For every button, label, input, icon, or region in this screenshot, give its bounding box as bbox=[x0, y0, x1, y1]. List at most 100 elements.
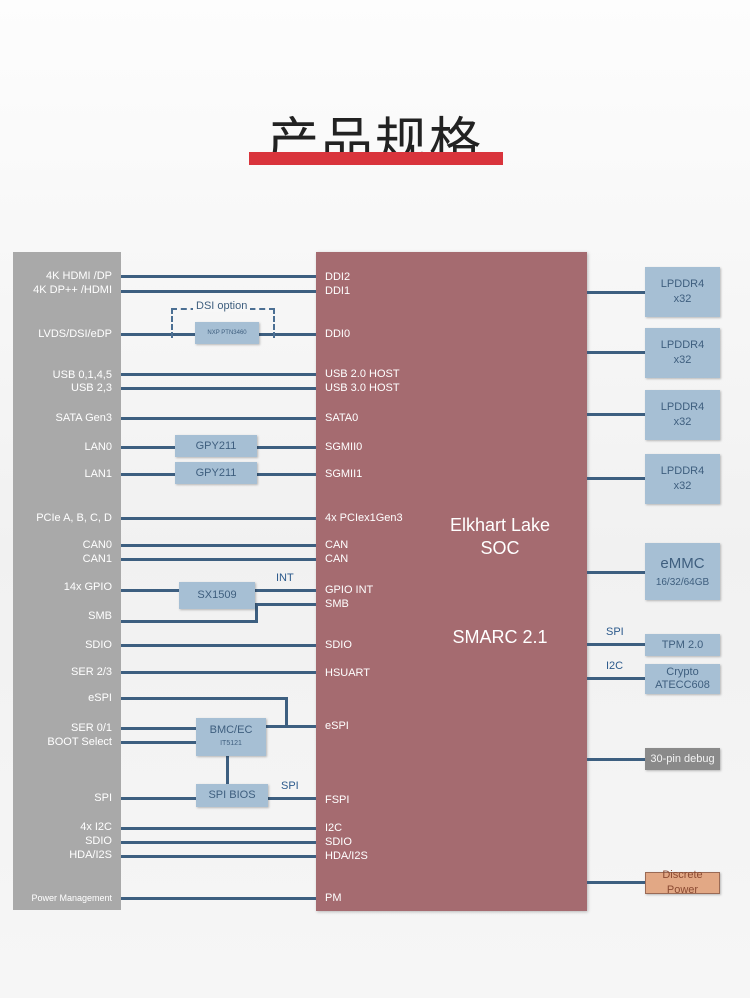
soc-label-sdio2: SDIO bbox=[325, 836, 352, 848]
soc-label-pm: PM bbox=[325, 892, 342, 904]
soc-label-can-a: CAN bbox=[325, 539, 349, 551]
soc-label-espi: eSPI bbox=[325, 720, 349, 732]
crypto-block: Crypto ATECC608 bbox=[645, 664, 720, 694]
discrete-power-label: Discrete Power bbox=[662, 869, 703, 896]
nxp-bridge-label: NXP PTN3460 bbox=[207, 329, 247, 336]
soc-label-ddi2: DDI2 bbox=[325, 271, 351, 283]
wire-sdio bbox=[121, 644, 316, 647]
wire-bmc-spi bbox=[226, 756, 229, 784]
wire-usb2 bbox=[121, 373, 316, 376]
soc-label-sgmii0: SGMII0 bbox=[325, 441, 363, 453]
soc-standard: SMARC 2.1 bbox=[452, 627, 548, 647]
soc-label-hda: HDA/I2S bbox=[325, 850, 368, 862]
crypto-label: Crypto bbox=[666, 666, 699, 678]
left-label-ddi-b: 4K DP++ /HDMI bbox=[33, 284, 112, 296]
tpm-spi-label: SPI bbox=[606, 626, 624, 638]
wire-crypto bbox=[587, 677, 645, 680]
wire-can0 bbox=[121, 544, 316, 547]
wire-lpddr4-2 bbox=[587, 351, 645, 354]
debug-block: 30-pin debug bbox=[645, 748, 720, 770]
lpddr4-block-2: LPDDR4 x32 bbox=[645, 328, 720, 378]
soc-label-can-b: CAN bbox=[325, 553, 349, 565]
wire-gpio bbox=[121, 589, 179, 592]
int-label: INT bbox=[276, 572, 294, 584]
wire-hda bbox=[121, 855, 316, 858]
emmc-title: eMMC bbox=[660, 555, 705, 572]
left-label-pcie: PCIe A, B, C, D bbox=[36, 512, 112, 524]
wire-hsuart bbox=[121, 671, 316, 674]
lpddr4-4-label: LPDDR4 bbox=[660, 465, 705, 477]
wire-smb-vertical bbox=[255, 603, 258, 623]
soc-label-sdio: SDIO bbox=[325, 639, 352, 651]
wire-can1 bbox=[121, 558, 316, 561]
left-label-lan1: LAN1 bbox=[84, 468, 112, 480]
lpddr4-3-label: LPDDR4 bbox=[660, 401, 705, 413]
discrete-power-block: Discrete Power bbox=[645, 869, 720, 896]
gpy211-lan0-label: GPY211 bbox=[195, 439, 237, 452]
lpddr4-2-width: x32 bbox=[673, 354, 692, 366]
wire-espi-left bbox=[121, 697, 288, 700]
wire-spi-left bbox=[121, 797, 196, 800]
left-label-smb: SMB bbox=[88, 610, 112, 622]
wire-usb3 bbox=[121, 387, 316, 390]
carrier-connector-panel bbox=[13, 252, 121, 910]
left-label-hda: HDA/I2S bbox=[69, 849, 112, 861]
wire-pcie bbox=[121, 517, 316, 520]
lpddr4-4-width: x32 bbox=[673, 480, 692, 492]
gpy211-lan1-label: GPY211 bbox=[195, 466, 237, 479]
lpddr4-1-label: LPDDR4 bbox=[660, 278, 705, 290]
emmc-size: 16/32/64GB bbox=[655, 577, 710, 588]
sx1509-label: SX1509 bbox=[197, 589, 237, 601]
left-label-ddi-a: 4K HDMI /DP bbox=[45, 270, 112, 282]
wire-sdio2 bbox=[121, 841, 316, 844]
soc-block bbox=[316, 252, 587, 911]
left-label-lan0: LAN0 bbox=[84, 441, 112, 453]
lpddr4-block-4: LPDDR4 x32 bbox=[645, 454, 720, 504]
left-label-sdio: SDIO bbox=[85, 639, 112, 651]
gpy211-lan1-block: GPY211 bbox=[175, 462, 257, 484]
bmc-ec-label: BMC/EC bbox=[209, 724, 253, 736]
left-label-espi: eSPI bbox=[88, 692, 112, 704]
left-label-spi: SPI bbox=[94, 792, 112, 804]
wire-discrete-power bbox=[587, 881, 645, 884]
spi-bios-block: SPI BIOS bbox=[196, 784, 268, 807]
wire-espi-vertical bbox=[285, 697, 288, 728]
emmc-block: eMMC 16/32/64GB bbox=[645, 543, 720, 600]
wire-lpddr4-4 bbox=[587, 477, 645, 480]
wire-smb bbox=[121, 620, 258, 623]
soc-label-sgmii1: SGMII1 bbox=[325, 468, 363, 480]
wire-boot bbox=[121, 741, 196, 744]
tpm-block: TPM 2.0 bbox=[645, 634, 720, 656]
soc-label-ddi0: DDI0 bbox=[325, 328, 351, 340]
wire-debug bbox=[587, 758, 645, 761]
left-label-usb-b: USB 2,3 bbox=[71, 382, 112, 394]
soc-label-usb3: USB 3.0 HOST bbox=[325, 382, 400, 394]
soc-label-fspi: FSPI bbox=[325, 794, 350, 806]
left-label-sdio2: SDIO bbox=[85, 835, 112, 847]
wire-lpddr4-1 bbox=[587, 291, 645, 294]
wire-i2c bbox=[121, 827, 316, 830]
left-label-usb-a: USB 0,1,4,5 bbox=[52, 369, 112, 381]
soc-label-gpio-int: GPIO INT bbox=[325, 584, 374, 596]
wire-ser01 bbox=[121, 727, 196, 730]
fspi-spi-label: SPI bbox=[281, 780, 299, 792]
gpy211-lan0-block: GPY211 bbox=[175, 435, 257, 457]
spi-bios-label: SPI BIOS bbox=[208, 789, 256, 801]
wire-pm bbox=[121, 897, 316, 900]
wire-smb-soc bbox=[255, 603, 316, 606]
left-label-sata: SATA Gen3 bbox=[55, 412, 112, 424]
tpm-label: TPM 2.0 bbox=[661, 638, 704, 651]
dsi-option-label: DSI option bbox=[193, 300, 251, 312]
left-label-ser23: SER 2/3 bbox=[71, 666, 112, 678]
soc-label-pcie: 4x PCIex1Gen3 bbox=[325, 512, 403, 524]
soc-label-smb: SMB bbox=[325, 598, 349, 610]
bmc-ec-block: BMC/EC IT5121 bbox=[196, 718, 266, 756]
wire-tpm bbox=[587, 643, 645, 646]
wire-fspi bbox=[268, 797, 316, 800]
soc-label-sata0: SATA0 bbox=[325, 412, 359, 424]
wire-espi-soc bbox=[255, 725, 316, 728]
left-label-ser01: SER 0/1 bbox=[71, 722, 112, 734]
wire-ddi1 bbox=[121, 290, 316, 293]
lpddr4-block-1: LPDDR4 x32 bbox=[645, 267, 720, 317]
left-label-gpio: 14x GPIO bbox=[63, 581, 112, 593]
